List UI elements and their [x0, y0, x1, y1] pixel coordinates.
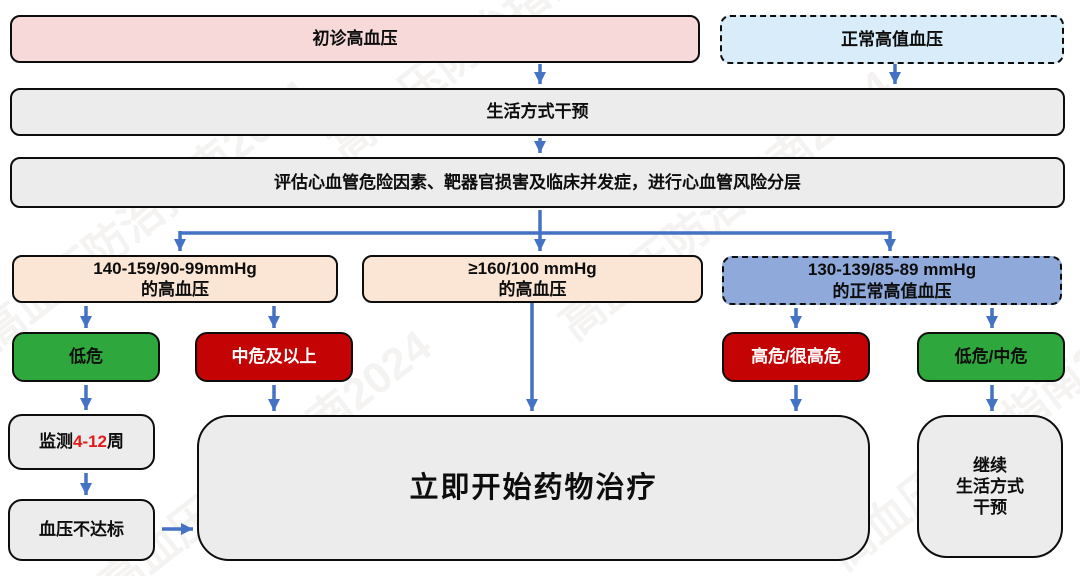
node-label-line1: 130-139/85-89 mmHg: [807, 260, 977, 280]
node-bp-140-159: 140-159/90-99mmHg 的高血压: [12, 255, 338, 303]
node-label: 正常高值血压: [841, 29, 943, 49]
node-label: 立即开始药物治疗: [409, 471, 658, 504]
node-label-line2: 的高血压: [141, 280, 209, 299]
node-bp-130-139: 130-139/85-89 mmHg 的正常高值血压: [722, 256, 1062, 305]
node-label: 生活方式干预: [486, 102, 589, 122]
node-label: 评估心血管危险因素、靶器官损害及临床并发症，进行心血管风险分层: [274, 172, 801, 192]
node-start-drug-therapy: 立即开始药物治疗: [197, 415, 870, 561]
node-label: 低危: [69, 347, 103, 367]
node-risk-high-very-high: 高危/很高危: [722, 332, 870, 382]
node-risk-low: 低危: [12, 332, 160, 382]
node-cv-risk-assessment: 评估心血管危险因素、靶器官损害及临床并发症，进行心血管风险分层: [10, 157, 1065, 208]
node-bp-160-plus: ≥160/100 mmHg 的高血压: [362, 255, 703, 303]
node-label: 继续 生活方式 干预: [956, 455, 1024, 518]
node-label: 中危及以上: [231, 347, 317, 367]
node-risk-low-moderate: 低危/中危: [917, 332, 1065, 382]
node-bp-not-at-target: 血压不达标: [8, 499, 155, 561]
node-risk-moderate-plus: 中危及以上: [195, 332, 353, 382]
node-continue-lifestyle: 继续 生活方式 干预: [917, 415, 1063, 558]
node-label-line1: ≥160/100 mmHg: [468, 258, 597, 278]
node-initial-hypertension: 初诊高血压: [10, 15, 700, 63]
node-label: 血压不达标: [39, 520, 124, 540]
node-label-line2: 的正常高值血压: [832, 281, 952, 301]
node-label: 初诊高血压: [312, 29, 398, 49]
node-lifestyle-intervention: 生活方式干预: [10, 88, 1065, 136]
node-label-line1: 140-159/90-99mmHg: [93, 258, 257, 278]
monitor-prefix: 监测: [38, 432, 73, 452]
node-label: 低危/中危: [954, 347, 1028, 367]
monitor-suffix: 周: [107, 432, 125, 452]
node-normal-high-bp: 正常高值血压: [720, 15, 1064, 64]
monitor-weeks-highlight: 4-12: [72, 432, 108, 452]
node-label-line2: 的高血压: [498, 280, 567, 299]
node-label: 高危/很高危: [751, 347, 841, 367]
